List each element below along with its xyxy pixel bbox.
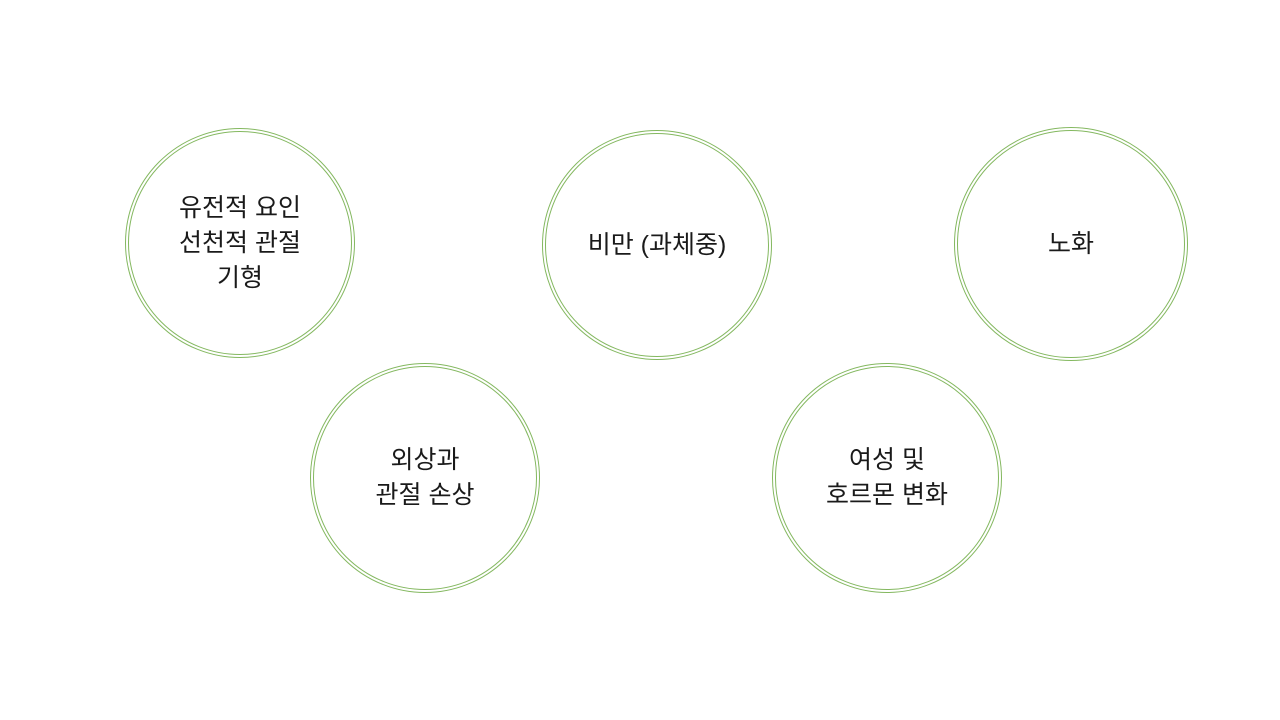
cause-circle-genetic-congenital-deformity: 유전적 요인 선천적 관절 기형 — [125, 128, 355, 358]
label-line: 외상과 — [390, 446, 460, 474]
label-line: 호르몬 변화 — [826, 481, 948, 509]
label-line: 유전적 요인 — [179, 193, 301, 222]
circle-label: 비만 (과체중) — [588, 228, 727, 263]
circle-label: 여성 및 호르몬 변화 — [826, 443, 948, 513]
label-line: 선천적 관절 — [179, 228, 301, 257]
circle-label: 노화 — [1048, 227, 1094, 262]
label-line: 노화 — [1047, 229, 1094, 258]
circle-label: 유전적 요인 선천적 관절 기형 — [179, 191, 301, 296]
label-line: 비만 (과체중) — [587, 230, 727, 259]
cause-circle-aging: 노화 — [954, 127, 1188, 361]
label-line: 기형 — [216, 263, 263, 292]
label-line: 관절 손상 — [375, 481, 475, 509]
cause-circle-female-hormonal-changes: 여성 및 호르몬 변화 — [772, 363, 1002, 593]
cause-circle-obesity-overweight: 비만 (과체중) — [542, 130, 772, 360]
label-line: 여성 및 — [849, 446, 925, 474]
cause-circle-trauma-joint-injury: 외상과 관절 손상 — [310, 363, 540, 593]
circle-label: 외상과 관절 손상 — [376, 443, 475, 513]
